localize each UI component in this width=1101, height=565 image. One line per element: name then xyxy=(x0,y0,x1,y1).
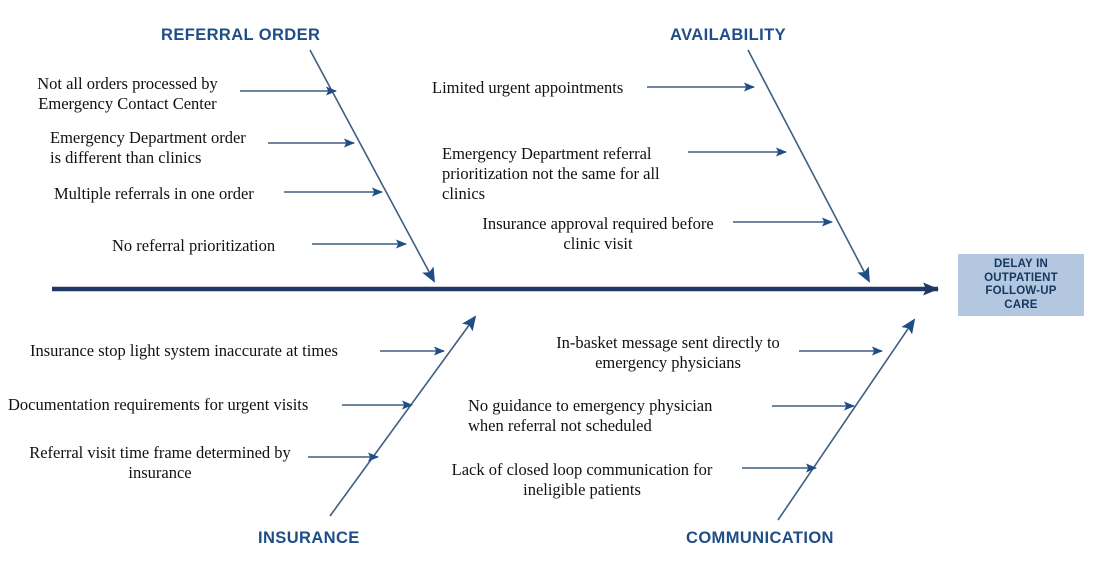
category-label-referral-order: REFERRAL ORDER xyxy=(161,26,321,44)
effect-box-label: DELAY IN OUTPATIENT FOLLOW-UP CARE xyxy=(984,258,1058,311)
cause-availability-1: Limited urgent appointments xyxy=(432,78,624,97)
cause-communication-2: No guidance to emergency physician when … xyxy=(468,396,713,435)
bone-insurance xyxy=(329,315,477,517)
category-label-insurance: INSURANCE xyxy=(258,529,360,547)
cause-referral-order-3: Multiple referrals in one order xyxy=(54,184,254,203)
category-label-availability: AVAILABILITY xyxy=(670,26,787,44)
bone-referral-order xyxy=(309,49,435,283)
bone-communication xyxy=(777,318,916,521)
cause-communication-3: Lack of closed loop communication for in… xyxy=(451,460,713,499)
cause-referral-order-4: No referral prioritization xyxy=(112,236,276,255)
cause-referral-order-1: Not all orders processed by Emergency Co… xyxy=(37,74,218,113)
cause-communication-1: In-basket message sent directly to emerg… xyxy=(556,333,780,372)
cause-insurance-1: Insurance stop light system inaccurate a… xyxy=(30,341,338,360)
cause-insurance-2: Documentation requirements for urgent vi… xyxy=(8,395,309,414)
cause-referral-order-2: Emergency Department order is different … xyxy=(50,128,246,167)
cause-availability-3: Insurance approval required before clini… xyxy=(482,214,714,253)
cause-availability-2: Emergency Department referral prioritiza… xyxy=(442,144,660,203)
cause-insurance-3: Referral visit time frame determined by … xyxy=(29,443,291,482)
bone-availability xyxy=(747,49,870,283)
effect-box: DELAY IN OUTPATIENT FOLLOW-UP CARE xyxy=(958,254,1084,316)
category-label-communication: COMMUNICATION xyxy=(686,529,834,547)
